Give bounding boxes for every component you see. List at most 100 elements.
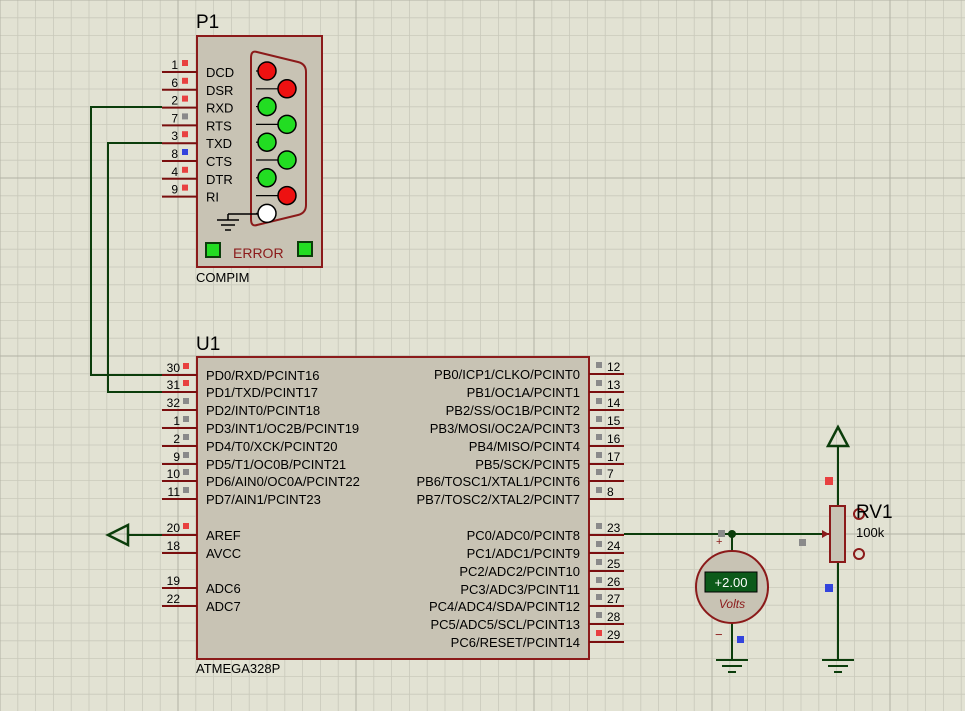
potentiometer-body[interactable] [829, 505, 846, 563]
pin-name: RXD [206, 101, 233, 116]
pin-number: 15 [607, 414, 621, 428]
pin-number: 14 [607, 396, 621, 410]
dc-voltmeter[interactable]: +2.00 Volts + − [695, 530, 769, 643]
voltmeter-unit: Volts [719, 597, 745, 611]
pin-number: 24 [607, 539, 621, 553]
pin-marker [183, 469, 189, 475]
pin-number: 7 [607, 467, 614, 481]
wire-rxd-pd0 [90, 106, 162, 376]
status-led-icon [257, 203, 277, 224]
pin-name: PD6/AIN0/OC0A/PCINT22 [206, 474, 360, 489]
adjust-down-icon[interactable] [853, 548, 865, 560]
pin-number: 10 [167, 467, 181, 481]
pin-number: 28 [607, 610, 621, 624]
pin-name: RI [206, 190, 219, 205]
pin-marker [799, 539, 806, 546]
pin-name: PC2/ADC2/PCINT10 [459, 564, 580, 579]
pin-number: 6 [171, 76, 178, 90]
pin-marker [183, 523, 189, 529]
status-led-icon [257, 132, 277, 152]
pin-marker [596, 541, 602, 547]
status-led-icon [257, 168, 277, 188]
pin-name: AVCC [206, 546, 241, 561]
mcu-body[interactable] [196, 356, 590, 660]
potentiometer-rv1[interactable]: RV1 100k [799, 477, 893, 592]
pin-number: 27 [607, 592, 621, 606]
pin-name: PD3/INT1/OC2B/PCINT19 [206, 421, 359, 436]
pin-name: PB7/TOSC2/XTAL2/PCINT7 [416, 492, 580, 507]
pin-name: PC5/ADC5/SCL/PCINT13 [430, 617, 580, 632]
pin-name: ADC7 [206, 599, 241, 614]
pin-number: 3 [171, 129, 178, 143]
pin-marker [596, 523, 602, 529]
pin-name: DCD [206, 65, 234, 80]
pin-marker [183, 380, 189, 386]
pin-name: PC1/ADC1/PCINT9 [467, 546, 580, 561]
pin-marker [183, 452, 189, 458]
pin-number: 9 [173, 450, 180, 464]
power-terminal-icon[interactable] [825, 424, 851, 448]
pin-number: 30 [167, 361, 181, 375]
pin-marker [596, 434, 602, 440]
pin-number: 8 [607, 485, 614, 499]
pin-name: RTS [206, 118, 232, 133]
pin-marker [596, 487, 602, 493]
pin-marker [183, 487, 189, 493]
pin-marker [596, 612, 602, 618]
pin-name: PB4/MISO/PCINT4 [469, 439, 580, 454]
aref-terminal-icon[interactable] [105, 522, 130, 548]
adjust-up-icon[interactable] [853, 508, 865, 520]
pin-number: 1 [171, 58, 178, 72]
pin-name: PD5/T1/OC0B/PCINT21 [206, 457, 346, 472]
status-led-icon [277, 114, 297, 135]
pin-marker [596, 630, 602, 636]
pin-number: 2 [173, 432, 180, 446]
pin-marker [596, 452, 602, 458]
voltmeter-display [704, 571, 758, 593]
pin-marker [182, 131, 188, 138]
pin-name: PB1/OC1A/PCINT1 [467, 385, 580, 400]
pin-number: 26 [607, 575, 621, 589]
pin-marker [737, 636, 744, 643]
voltmeter-minus-label: − [715, 627, 723, 642]
pin-marker [596, 559, 602, 565]
